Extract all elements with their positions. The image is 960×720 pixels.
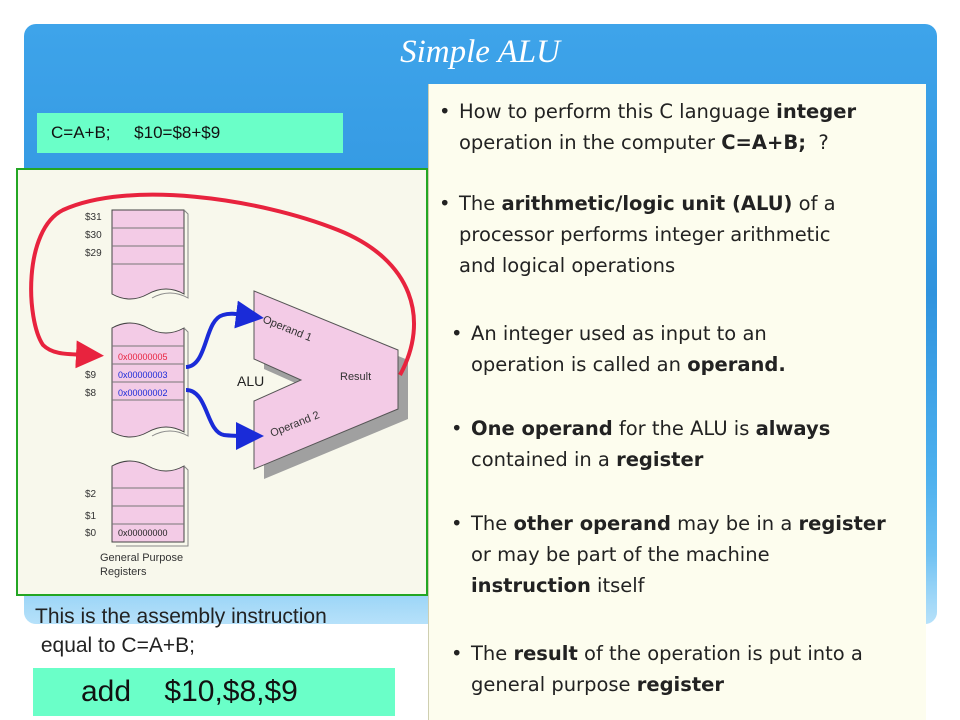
c-statement-box: C=A+B; $10=$8+$9 bbox=[37, 113, 343, 153]
reg-value-9: 0x00000003 bbox=[118, 370, 168, 380]
alu-diagram-svg: $31 $30 $29 0x00000005 0x00000003 0x0000… bbox=[29, 192, 416, 578]
alu-diagram: $31 $30 $29 0x00000005 0x00000003 0x0000… bbox=[16, 168, 428, 596]
reg-value-0: 0x00000000 bbox=[118, 528, 168, 538]
bullet-result: • The result of the operation is put int… bbox=[451, 642, 863, 696]
bullet-c-question: • How to perform this C language integer… bbox=[439, 100, 857, 154]
register-group-middle bbox=[111, 322, 189, 438]
assembly-caption-line1: This is the assembly instruction bbox=[35, 605, 327, 628]
operand2-arrow bbox=[185, 388, 264, 450]
registers-caption-line2: Registers bbox=[100, 566, 147, 578]
info-panel: • How to perform this C language integer… bbox=[428, 84, 926, 720]
reg-label-0: $0 bbox=[85, 528, 97, 539]
bullet-one-operand: • One operand for the ALU is always cont… bbox=[451, 417, 831, 471]
mips-statement: $10=$8+$9 bbox=[134, 123, 221, 142]
reg-label-29: $29 bbox=[85, 248, 102, 259]
assembly-caption: This is the assembly instruction equal t… bbox=[35, 602, 327, 660]
reg-value-10: 0x00000005 bbox=[118, 352, 168, 362]
register-group-bottom bbox=[111, 460, 189, 547]
operand1-arrow bbox=[185, 300, 264, 369]
reg-value-8: 0x00000002 bbox=[118, 388, 168, 398]
registers-caption-line1: General Purpose bbox=[100, 552, 183, 564]
bullet-other-operand: • The other operand may be in a register… bbox=[451, 512, 886, 597]
result-label: Result bbox=[340, 371, 371, 383]
reg-label-2: $2 bbox=[85, 489, 97, 500]
reg-label-30: $30 bbox=[85, 230, 102, 241]
assembly-caption-line2: equal to C=A+B; bbox=[35, 634, 195, 657]
reg-label-9: $9 bbox=[85, 370, 97, 381]
slide-title: Simple ALU bbox=[400, 34, 560, 70]
bullet-alu-definition: • The arithmetic/logic unit (ALU) of a p… bbox=[439, 192, 836, 277]
reg-label-8: $8 bbox=[85, 388, 97, 399]
c-statement: C=A+B; bbox=[51, 123, 111, 142]
assembly-instruction: add $10,$8,$9 bbox=[33, 668, 395, 716]
c-statement-gap bbox=[111, 123, 135, 142]
reg-label-31: $31 bbox=[85, 212, 102, 223]
result-arrow bbox=[29, 192, 416, 376]
reg-label-1: $1 bbox=[85, 511, 97, 522]
register-group-top bbox=[111, 209, 189, 300]
bullet-operand-definition: • An integer used as input to an operati… bbox=[451, 322, 786, 376]
alu-label: ALU bbox=[237, 373, 264, 389]
